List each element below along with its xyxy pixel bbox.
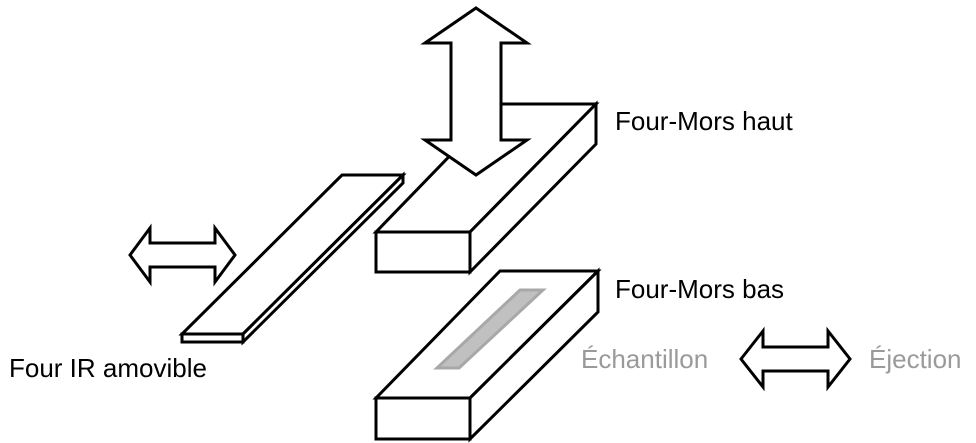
- horizontal-double-arrow-icon: [128, 223, 237, 287]
- lower-jaw-label: Four-Mors bas: [615, 274, 784, 304]
- ir-oven-edge: [180, 332, 245, 344]
- lower-jaw-front: [374, 396, 472, 441]
- sample-label: Échantillon: [581, 344, 708, 374]
- lower-jaw-side: [468, 267, 600, 443]
- ir-oven-plate: [178, 171, 407, 346]
- ejection-double-arrow-icon: [739, 326, 852, 392]
- upper-jaw-side: [468, 100, 598, 276]
- vertical-double-arrow-icon: [420, 6, 532, 177]
- sample-strip: [433, 288, 547, 370]
- lower-jaw-block: [372, 267, 602, 443]
- ejection-label: Éjection: [869, 344, 962, 374]
- ir-oven-side: [241, 171, 405, 346]
- upper-jaw-front: [374, 230, 472, 274]
- upper-jaw-label: Four-Mors haut: [615, 106, 793, 136]
- ir-oven-label: Four IR amovible: [9, 353, 207, 383]
